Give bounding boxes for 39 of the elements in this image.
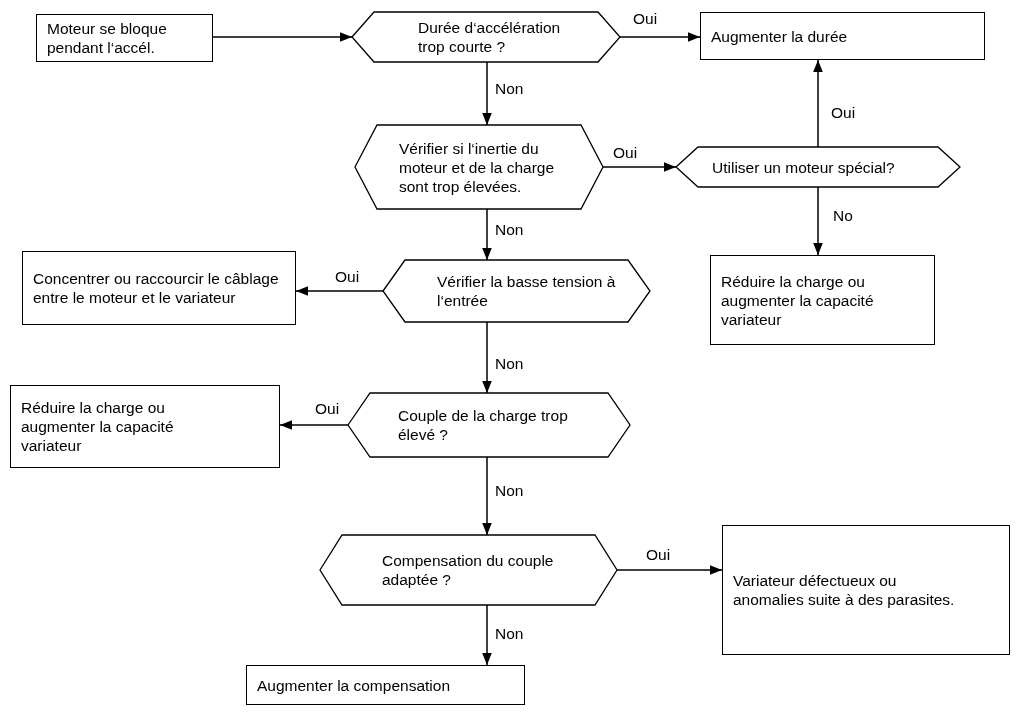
arrow — [619, 32, 701, 42]
node-text: Durée d‘accélération trop courte ? — [418, 18, 562, 56]
arrow — [212, 32, 353, 42]
process-box — [710, 255, 935, 345]
node-text: Augmenter la compensation — [257, 675, 450, 695]
node-text: Couple de la charge trop élevé ? — [398, 406, 569, 444]
node-text: Vérifier la basse tension à l‘entrée — [437, 272, 617, 310]
node-text: Moteur se bloque pendant l‘accél. — [47, 19, 168, 57]
decision-hexagon — [383, 260, 650, 322]
process-box — [10, 385, 280, 468]
decision-hexagon — [320, 535, 617, 605]
node-text: Concentrer ou raccourcir le câblage entre le moteur et le variateur — [33, 269, 280, 307]
node-text: Vérifier si l‘inertie du moteur et de la charge sont trop élevées. — [399, 138, 556, 196]
arrow — [616, 565, 723, 575]
process-box — [246, 665, 525, 705]
arrow — [482, 604, 492, 666]
arrow — [482, 61, 492, 126]
process-box — [36, 14, 213, 62]
arrow — [295, 286, 384, 296]
arrow — [602, 162, 677, 172]
node-text: Variateur défectueux ou anomalies suite à des parasites. — [733, 571, 956, 609]
node-text: Compensation du couple adaptée ? — [382, 551, 555, 589]
decision-hexagon — [352, 12, 620, 62]
arrow — [813, 59, 823, 148]
arrow — [482, 321, 492, 394]
node-text: Augmenter la durée — [711, 26, 848, 46]
process-box — [22, 251, 296, 325]
arrow — [482, 456, 492, 536]
node-text: Réduire la charge ou augmenter la capacité variateur — [21, 398, 175, 455]
arrow — [279, 420, 349, 430]
node-text: Utiliser un moteur spécial? — [712, 157, 895, 177]
node-text: Réduire la charge ou augmenter la capacité variateur — [721, 271, 875, 329]
process-box — [722, 525, 1010, 655]
decision-hexagon — [676, 147, 960, 187]
arrow — [813, 186, 823, 256]
decision-hexagon — [348, 393, 630, 457]
process-box — [700, 12, 985, 60]
arrow — [482, 208, 492, 261]
decision-hexagon — [355, 125, 603, 209]
